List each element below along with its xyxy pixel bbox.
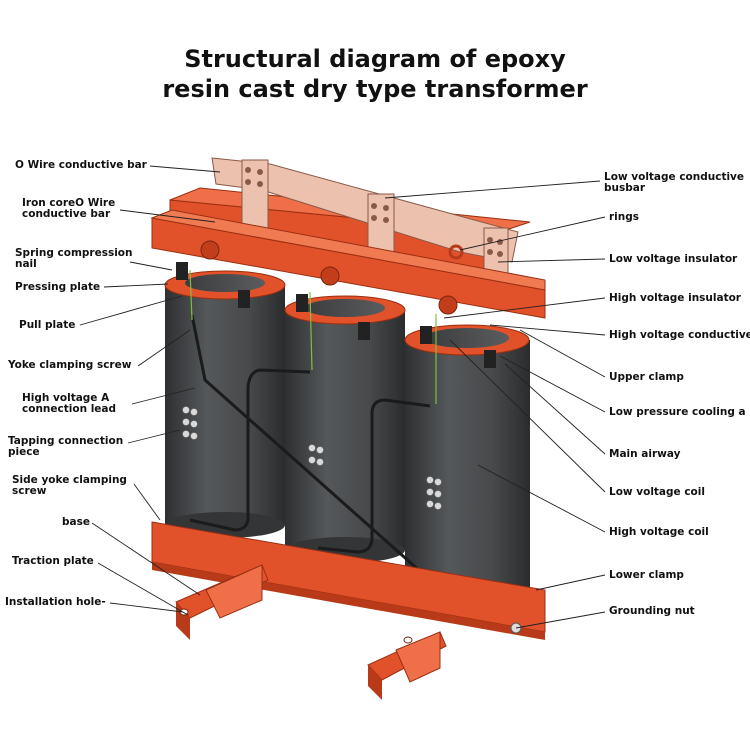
title-line-2: resin cast dry type transformer xyxy=(162,75,588,103)
label-main-airway: Main airway xyxy=(609,448,681,460)
label-upper-clamp: Upper clamp xyxy=(609,371,684,383)
low-voltage-busbar xyxy=(211,157,519,285)
title-line-1: Structural diagram of epoxy xyxy=(184,45,566,73)
label-high-voltage-a-connection-lead: High voltage A connection lead xyxy=(22,392,117,415)
label-low-voltage-coil: Low voltage coil xyxy=(609,486,705,498)
insulators xyxy=(176,240,496,368)
high-voltage-leads xyxy=(189,314,431,582)
label-side-yoke-clamping-screw: Side yoke clamping screw xyxy=(12,474,127,497)
ring xyxy=(448,244,464,260)
coil-left xyxy=(164,270,286,538)
label-tapping-connection-piece: Tapping connection piece xyxy=(8,435,124,458)
leader-lines-left xyxy=(79,165,221,616)
label-installation-hole: Installation hole- xyxy=(5,596,106,608)
diagram-title: Structural diagram of epoxy resin cast d… xyxy=(0,44,750,104)
label-traction-plate: Traction plate xyxy=(12,555,94,567)
label-yoke-clamping-screw: Yoke clamping screw xyxy=(8,359,132,371)
label-high-voltage-coil: High voltage coil xyxy=(609,526,709,538)
label-low-voltage-insulator: Low voltage insulator xyxy=(609,253,738,265)
label-pull-plate: Pull plate xyxy=(19,319,76,331)
label-o-wire-conductive-bar: O Wire conductive bar xyxy=(15,159,147,171)
label-rings: rings xyxy=(609,211,640,223)
label-low-pressure-cooling: Low pressure cooling a xyxy=(609,407,746,418)
upper-clamp-front xyxy=(150,209,546,319)
label-high-voltage-insulator: High voltage insulator xyxy=(609,292,741,304)
label-low-voltage-conductive-busbar: Low voltage conductive busbar xyxy=(604,171,745,194)
label-pressing-plate: Pressing plate xyxy=(15,281,101,293)
label-lower-clamp: Lower clamp xyxy=(609,569,684,581)
base xyxy=(175,564,447,700)
label-spring-compression-nail: Spring compression nail xyxy=(15,247,133,270)
label-grounding-nut: Grounding nut xyxy=(609,605,695,617)
label-iron-core-wire-conductive-bar: Iron coreO Wire conductive bar xyxy=(22,197,116,220)
label-high-voltage-conductive: High voltage conductive xyxy=(609,330,750,341)
tapping-connection-pieces xyxy=(182,406,442,510)
leader-lines-right xyxy=(384,180,606,629)
coil-middle xyxy=(284,295,406,563)
label-base: base xyxy=(62,516,90,528)
coil-right xyxy=(404,324,530,608)
